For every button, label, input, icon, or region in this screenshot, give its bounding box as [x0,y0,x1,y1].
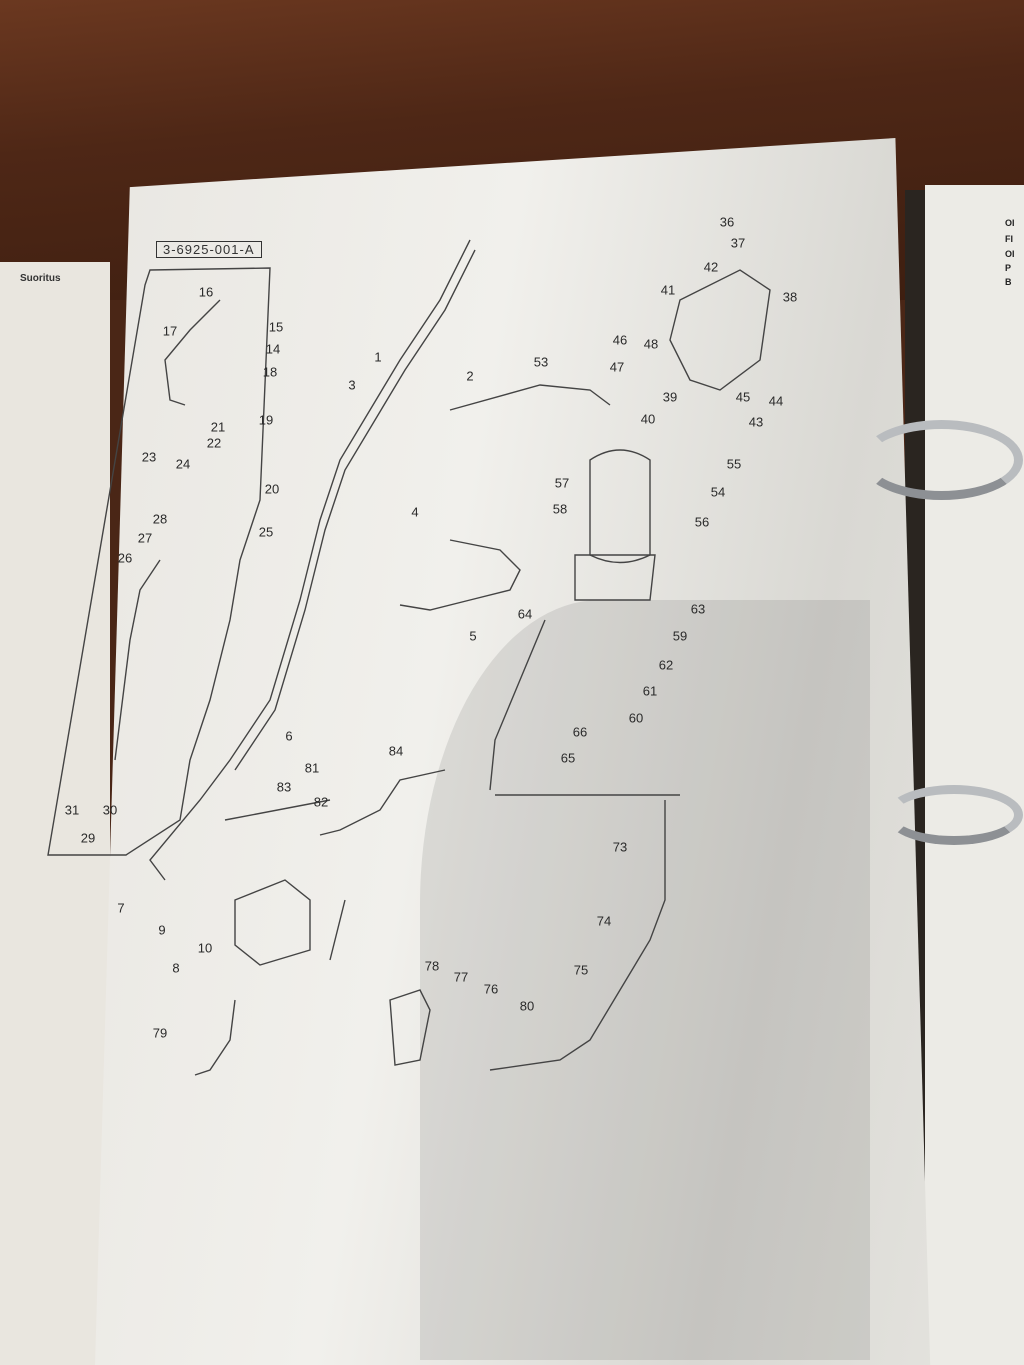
label-45: 45 [735,389,751,405]
label-10: 10 [197,940,213,956]
label-61: 61 [642,683,658,699]
block-10 [234,879,311,966]
label-18: 18 [262,364,278,380]
label-26: 26 [117,550,133,566]
label-17: 17 [162,323,178,339]
label-83: 83 [276,779,292,795]
right-text-2: FI [1005,234,1013,244]
label-65: 65 [560,750,576,766]
label-41: 41 [660,282,676,298]
label-57: 57 [554,475,570,491]
pipe-1 [149,239,471,881]
label-23: 23 [141,449,157,465]
label-75: 75 [573,962,589,978]
shadow [420,600,870,1360]
right-text-5: B [1005,277,1012,287]
label-9: 9 [158,922,166,938]
label-46: 46 [612,332,628,348]
label-28: 28 [152,511,168,527]
label-80: 80 [519,998,535,1014]
label-82: 82 [313,794,329,810]
hose-84 [319,769,446,836]
hose-64 [489,619,546,791]
label-2: 2 [466,368,474,384]
label-22: 22 [206,435,222,451]
label-63: 63 [690,601,706,617]
inset-frame [47,267,271,856]
label-39: 39 [662,389,678,405]
label-62: 62 [658,657,674,673]
right-page [925,185,1024,1365]
label-81: 81 [304,760,320,776]
elbow-79 [194,999,236,1076]
label-16: 16 [198,284,214,300]
left-page-text: Suoritus [20,273,61,284]
label-54: 54 [710,484,726,500]
label-15: 15 [268,319,284,335]
pipe-5 [399,539,521,611]
label-30: 30 [102,802,118,818]
label-8: 8 [172,960,180,976]
label-25: 25 [258,524,274,540]
label-53: 53 [533,354,549,370]
label-4: 4 [411,504,419,520]
label-20: 20 [264,481,280,497]
label-84: 84 [388,743,404,759]
parts-diagram-page [95,138,931,1365]
right-text-1: OI [1005,218,1015,228]
label-3: 3 [348,377,356,393]
dash-outline [224,794,680,961]
label-78: 78 [424,958,440,974]
filter-57 [589,449,651,564]
label-73: 73 [612,839,628,855]
label-29: 29 [80,830,96,846]
label-66: 66 [572,724,588,740]
label-36: 36 [719,214,735,230]
label-48: 48 [643,336,659,352]
label-37: 37 [730,235,746,251]
label-59: 59 [672,628,688,644]
pipe-26 [114,559,161,761]
label-74: 74 [596,913,612,929]
label-77: 77 [453,969,469,985]
pipe-17 [164,299,221,406]
label-40: 40 [640,411,656,427]
hose-73 [489,800,666,1071]
label-76: 76 [483,981,499,997]
label-47: 47 [609,359,625,375]
label-6: 6 [285,728,293,744]
label-60: 60 [628,710,644,726]
label-24: 24 [175,456,191,472]
label-21: 21 [210,419,226,435]
label-56: 56 [694,514,710,530]
label-64: 64 [517,606,533,622]
label-27: 27 [137,530,153,546]
pipe-53 [449,384,611,411]
label-19: 19 [258,412,274,428]
flange-78 [389,989,431,1066]
label-44: 44 [768,393,784,409]
binder-ring-bottom [885,785,1023,845]
label-1: 1 [374,349,382,365]
label-58: 58 [552,501,568,517]
label-31: 31 [64,802,80,818]
pipe-2 [234,249,476,771]
pump-41 [669,269,771,391]
block-57 [574,554,656,601]
label-7: 7 [117,900,125,916]
right-text-4: P [1005,263,1012,273]
label-42: 42 [703,259,719,275]
right-text-3: OI [1005,249,1015,259]
label-43: 43 [748,414,764,430]
drawing-code: 3-6925-001-A [156,241,262,258]
binder-ring-top [860,420,1023,500]
label-38: 38 [782,289,798,305]
label-14: 14 [265,341,281,357]
label-5: 5 [469,628,477,644]
label-79: 79 [152,1025,168,1041]
label-55: 55 [726,456,742,472]
